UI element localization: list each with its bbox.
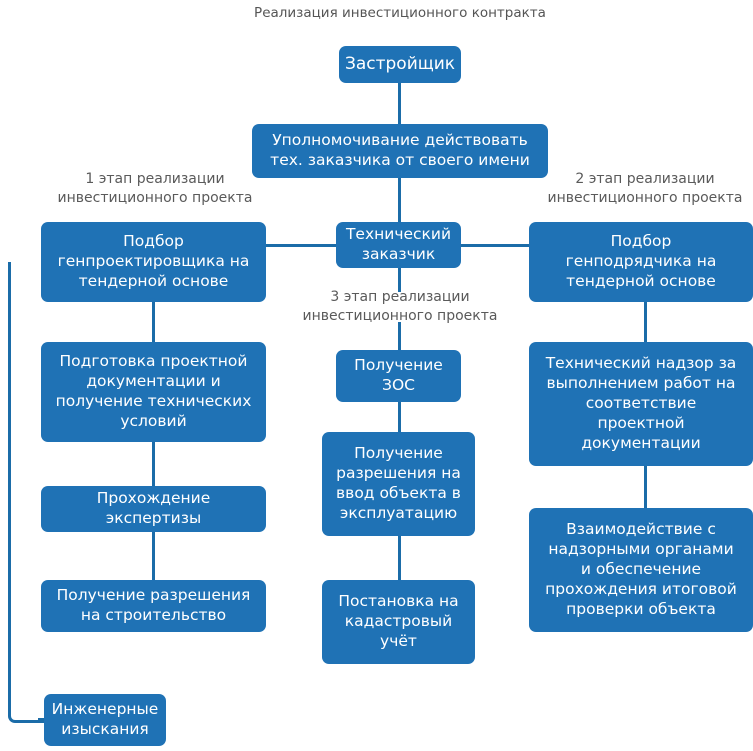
connector-stage3-label-to-zos (398, 322, 401, 350)
node-technical-supervision[interactable]: Технический надзор за выполнением работ … (529, 342, 753, 466)
node-general-designer-tender[interactable]: Подбор генпроектировщика на тендерной ос… (41, 222, 266, 302)
node-engineering-survey[interactable]: Инженерные изыскания (44, 694, 166, 746)
connector-design-docs-to-expertise (152, 442, 155, 486)
connector-bracket-into-engineering-survey (38, 718, 46, 721)
node-expertise[interactable]: Прохождение экспертизы (41, 486, 266, 532)
node-zos[interactable]: Получение ЗОС (336, 350, 461, 402)
node-general-contractor-tender[interactable]: Подбор генподрядчика на тендерной основе (529, 222, 753, 302)
connector-supervision-to-authority-interaction (644, 466, 647, 508)
connector-technical-customer-to-right-branch (458, 244, 532, 247)
connector-contractor-to-supervision (644, 300, 647, 342)
connector-technical-customer-to-stage3 (398, 266, 401, 292)
node-commission-permit[interactable]: Получение разрешения на ввод объекта в э… (322, 432, 475, 536)
node-cadastral-registration[interactable]: Постановка на кадастровый учёт (322, 580, 475, 664)
connector-commission-permit-to-cadastral (398, 536, 401, 580)
connector-technical-customer-to-left-branch (264, 244, 338, 247)
node-technical-customer[interactable]: Технический заказчик (336, 222, 461, 268)
node-authority-interaction[interactable]: Взаимодействие с надзорными органами и о… (529, 508, 753, 632)
label-stage-1: 1 этап реализации инвестиционного проект… (57, 171, 253, 206)
connector-authorization-to-technical-customer (398, 177, 401, 224)
node-build-permit[interactable]: Получение разрешения на строительство (41, 580, 266, 632)
label-stage-2: 2 этап реализации инвестиционного проект… (547, 171, 743, 206)
node-authorization[interactable]: Уполномочивание действовать тех. заказчи… (252, 124, 548, 178)
node-design-documentation[interactable]: Подготовка проектной документации и полу… (41, 342, 266, 442)
connector-designer-to-design-docs (152, 300, 155, 342)
connector-developer-to-authorization (398, 82, 401, 126)
label-stage-3: 3 этап реализации инвестиционного проект… (302, 289, 498, 324)
connector-zos-to-commission-permit (398, 402, 401, 432)
node-developer[interactable]: Застройщик (339, 46, 461, 83)
diagram-title: Реализация инвестиционного контракта (254, 5, 546, 21)
connector-bracket-to-engineering-survey (8, 262, 45, 723)
connector-expertise-to-build-permit (152, 532, 155, 580)
